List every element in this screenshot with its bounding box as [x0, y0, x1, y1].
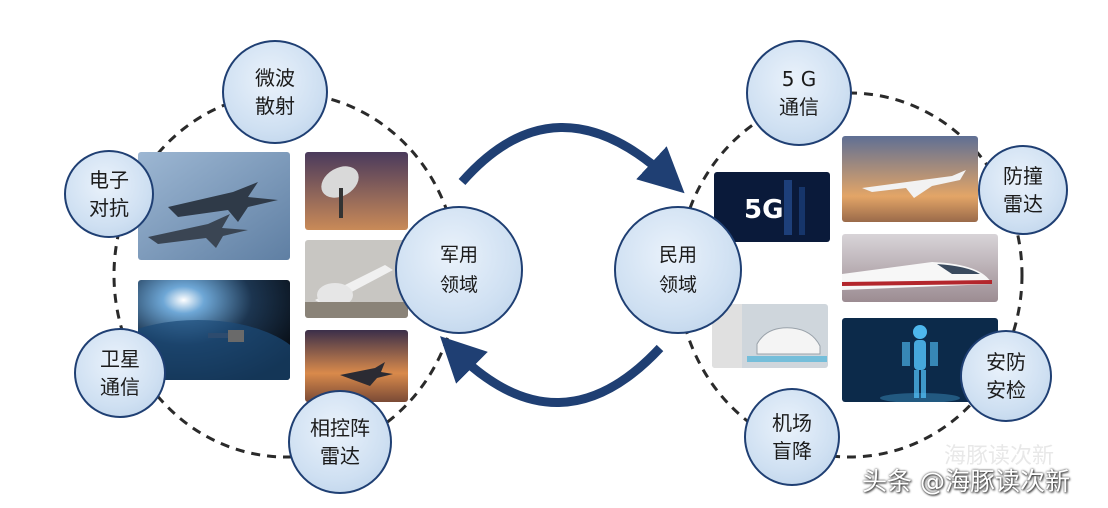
node-ew-line1: 电子 — [89, 168, 129, 192]
node-anticollision-line2: 雷达 — [1003, 192, 1043, 216]
missile-launch-photo — [305, 240, 408, 318]
arrow-to-civil — [458, 123, 685, 194]
node-5g-line2: 通信 — [779, 95, 819, 119]
satellite-photo — [138, 280, 290, 380]
bullet-train-photo — [842, 234, 998, 302]
node-satcom-line1: 卫星 — [100, 347, 140, 371]
car-sensor-photo — [712, 304, 828, 368]
civil-hub: 民用领域 — [614, 206, 742, 334]
node-anticollision-radar: 防撞雷达 — [978, 145, 1068, 235]
node-airport-blind-landing: 机场盲降 — [744, 388, 840, 486]
node-microwave-scatter: 微波散射 — [222, 40, 328, 144]
military-hub-line1: 军用 — [439, 244, 478, 266]
node-security-line2: 安检 — [986, 378, 1026, 402]
arrow-to-military — [440, 336, 664, 407]
node-airport-line1: 机场 — [772, 411, 812, 435]
jet-sunset-photo — [305, 330, 408, 402]
node-satcom-line2: 通信 — [100, 375, 140, 399]
node-security-check: 安防安检 — [960, 330, 1052, 422]
watermark-shadow: 海豚读次新 — [944, 444, 1055, 469]
node-ew-line2: 对抗 — [89, 196, 129, 220]
watermark: 头条 @海豚读次新 — [862, 467, 1070, 496]
node-phased-line2: 雷达 — [320, 444, 360, 468]
fighter-jets-photo — [138, 152, 290, 260]
civil-hub-line2: 领域 — [658, 274, 697, 296]
5g-photo: 5G — [714, 172, 830, 242]
node-electronic-countermeasure: 电子对抗 — [64, 150, 154, 238]
node-phased-array-radar: 相控阵雷达 — [288, 390, 392, 494]
node-phased-line1: 相控阵 — [310, 416, 370, 440]
radar-dish-photo — [305, 152, 408, 230]
military-hub: 军用领域 — [395, 206, 523, 334]
node-5g-line1: 5 G — [781, 67, 817, 91]
civil-hub-line1: 民用 — [658, 244, 697, 266]
node-satellite-comm: 卫星通信 — [74, 328, 166, 418]
node-security-line1: 安防 — [986, 350, 1026, 374]
node-airport-line2: 盲降 — [772, 439, 812, 463]
node-anticollision-line1: 防撞 — [1003, 164, 1043, 188]
military-hub-line2: 领域 — [439, 274, 478, 296]
node-microwave-line2: 散射 — [255, 94, 295, 118]
airliner-photo — [842, 136, 978, 222]
node-5g-comm: 5 G 通信 — [746, 40, 852, 146]
node-microwave-line1: 微波 — [255, 66, 295, 90]
5g-photo-label: 5G — [744, 195, 783, 225]
